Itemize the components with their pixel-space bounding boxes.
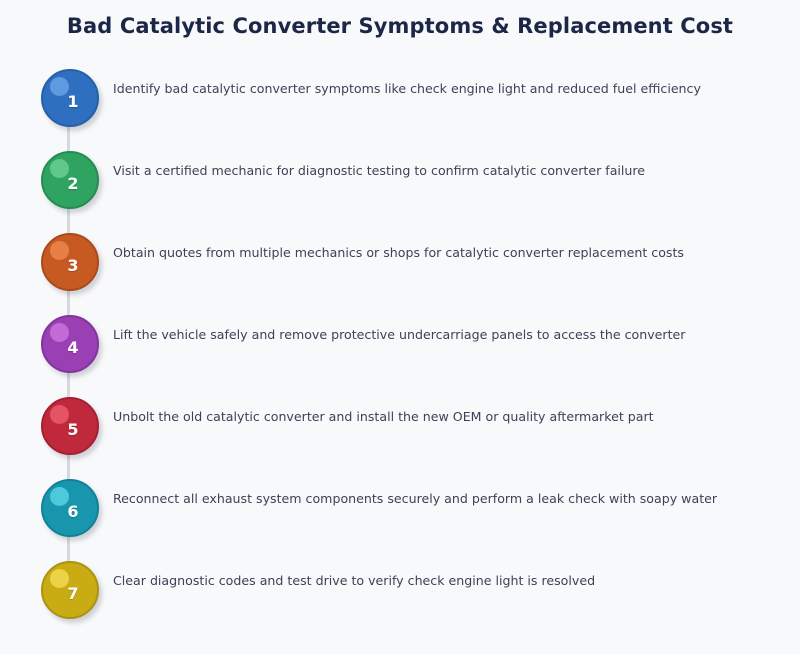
step-number-label: 3 xyxy=(67,255,79,275)
step-description: Reconnect all exhaust system components … xyxy=(113,491,718,506)
step-number-label: 1 xyxy=(67,91,79,111)
step-description: Unbolt the old catalytic converter and i… xyxy=(113,409,654,424)
list-item: 6 Reconnect all exhaust system component… xyxy=(0,479,800,567)
step-number-label: 5 xyxy=(67,419,79,439)
step-description: Identify bad catalytic converter symptom… xyxy=(113,81,701,96)
step-connector-line xyxy=(66,527,70,567)
step-description: Visit a certified mechanic for diagnosti… xyxy=(113,163,646,178)
step-connector-line xyxy=(66,445,70,485)
step-number-label: 2 xyxy=(67,173,79,193)
step-connector-line xyxy=(66,363,70,403)
step-marker-3[interactable]: 3 xyxy=(41,233,99,291)
step-marker-2[interactable]: 2 xyxy=(41,151,99,209)
list-item: 1 Identify bad catalytic converter sympt… xyxy=(0,69,800,157)
step-description: Obtain quotes from multiple mechanics or… xyxy=(113,245,684,260)
step-connector-line xyxy=(66,117,70,157)
list-item: 3 Obtain quotes from multiple mechanics … xyxy=(0,233,800,321)
step-connector-line xyxy=(66,199,70,239)
step-description: Lift the vehicle safely and remove prote… xyxy=(113,327,686,342)
step-number-label: 4 xyxy=(67,337,79,357)
page-title: Bad Catalytic Converter Symptoms & Repla… xyxy=(66,14,734,38)
list-item: 4 Lift the vehicle safely and remove pro… xyxy=(0,315,800,403)
step-connector-line xyxy=(66,281,70,321)
step-marker-7[interactable]: 7 xyxy=(41,561,99,619)
step-description: Clear diagnostic codes and test drive to… xyxy=(113,573,596,588)
step-number-label: 7 xyxy=(67,583,79,603)
steps-list: 1 Identify bad catalytic converter sympt… xyxy=(0,69,800,643)
step-marker-4[interactable]: 4 xyxy=(41,315,99,373)
step-marker-1[interactable]: 1 xyxy=(41,69,99,127)
step-marker-5[interactable]: 5 xyxy=(41,397,99,455)
step-marker-6[interactable]: 6 xyxy=(41,479,99,537)
list-item: 7 Clear diagnostic codes and test drive … xyxy=(0,561,800,643)
list-item: 5 Unbolt the old catalytic converter and… xyxy=(0,397,800,485)
step-number-label: 6 xyxy=(67,501,79,521)
list-item: 2 Visit a certified mechanic for diagnos… xyxy=(0,151,800,239)
